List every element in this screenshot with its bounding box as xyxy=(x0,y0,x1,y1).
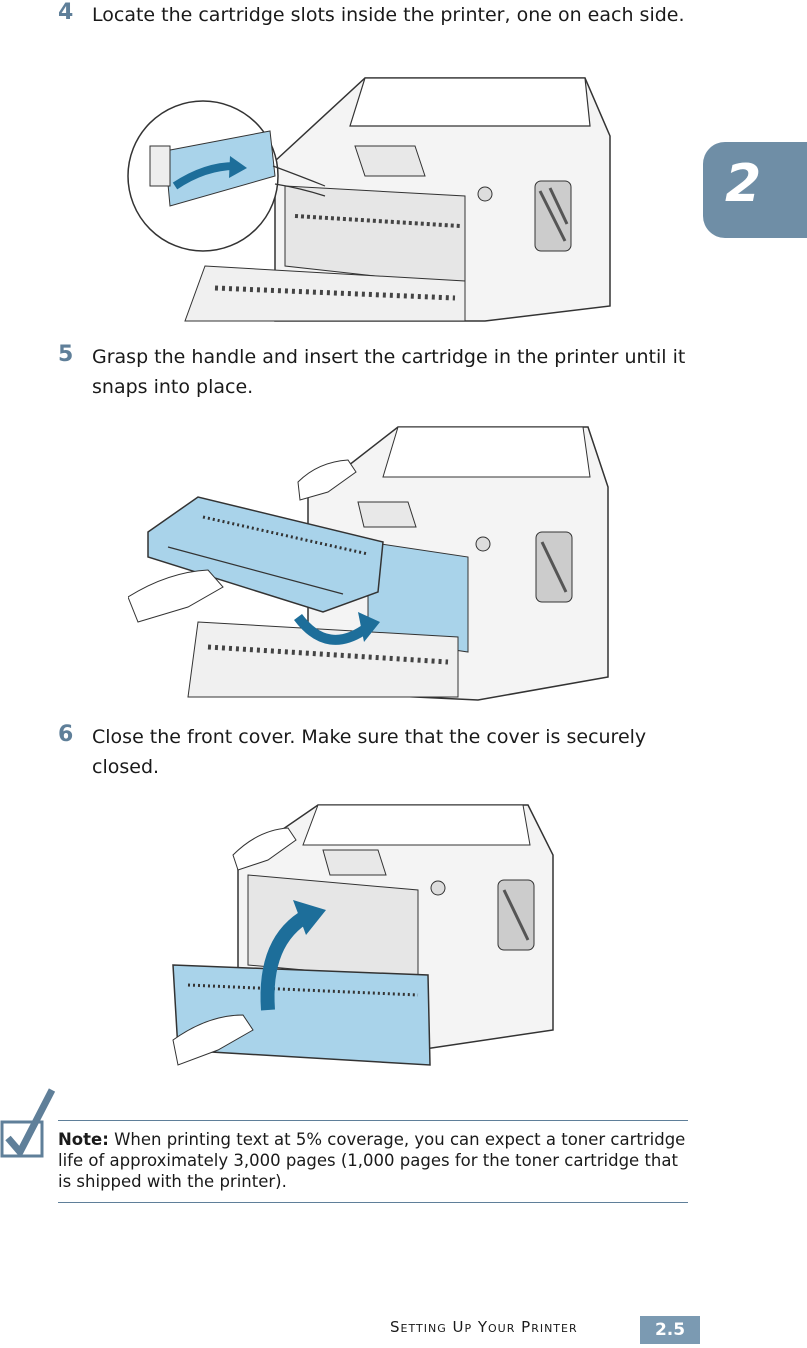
page-number: 2.5 xyxy=(640,1316,700,1344)
step-text: Close the front cover. Make sure that th… xyxy=(92,726,647,778)
note-text: When printing text at 5% coverage, you c… xyxy=(58,1130,686,1191)
step-text: Grasp the handle and insert the cartridg… xyxy=(92,346,686,398)
chapter-tab: 2 xyxy=(703,142,807,238)
footer-section-title: Setting Up Your Printer xyxy=(390,1318,578,1336)
insert-cartridge-illustration xyxy=(128,422,612,702)
step-number: 5 xyxy=(58,342,74,367)
printer-cartridge-slot-illustration xyxy=(125,66,615,322)
step-number: 6 xyxy=(58,722,74,747)
note-box: Note: When printing text at 5% coverage,… xyxy=(58,1120,688,1203)
chapter-number: 2 xyxy=(725,154,762,214)
close-front-cover-illustration xyxy=(168,800,568,1082)
step-number: 4 xyxy=(58,0,74,25)
step-text: Locate the cartridge slots inside the pr… xyxy=(92,4,685,26)
note-checkmark-icon xyxy=(0,1086,56,1162)
note-label: Note: xyxy=(58,1130,109,1149)
